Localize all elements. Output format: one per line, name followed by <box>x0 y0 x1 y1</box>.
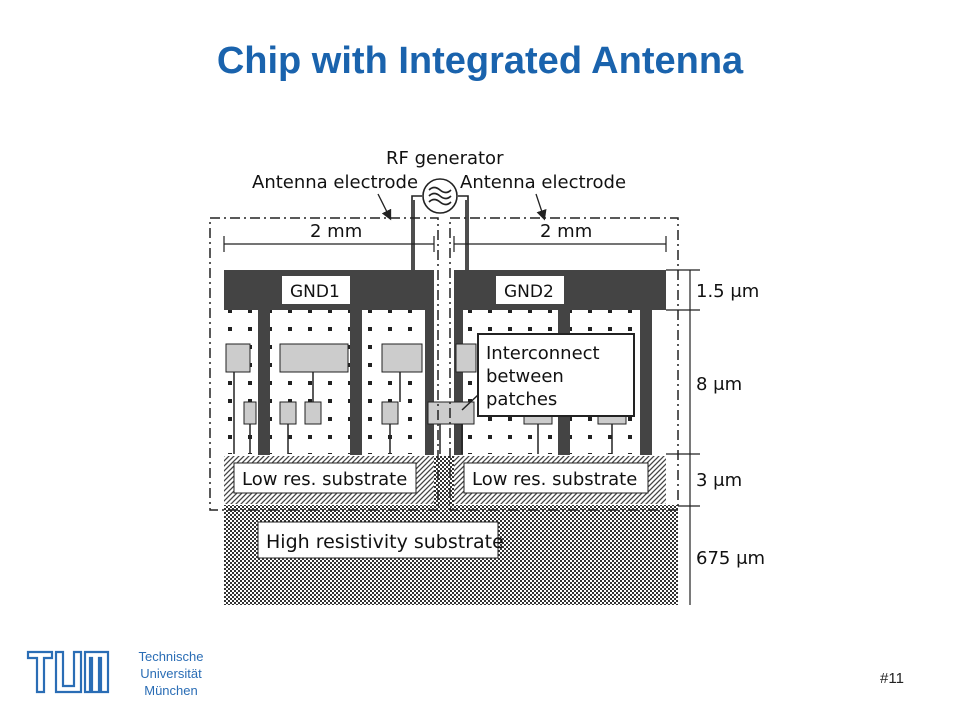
gnd1-label: GND1 <box>290 282 340 302</box>
thickness-guides <box>666 269 700 605</box>
chip-antenna-diagram: High resistivity substrate Low res. subs… <box>209 148 765 605</box>
patch-leads <box>233 372 613 454</box>
chip-outline-left <box>209 217 439 511</box>
high-res-label: High resistivity substrate <box>266 531 504 553</box>
electrode-arrow-right <box>535 193 547 221</box>
university-line-3: München <box>144 683 198 698</box>
low-res-label-left: Low res. substrate <box>242 469 407 490</box>
gnd2-label: GND2 <box>504 282 554 302</box>
interconnect-callout-box <box>477 333 635 417</box>
rf-generator-label: RF generator <box>386 148 504 169</box>
tum-logo <box>26 650 110 694</box>
antenna-feed-lines <box>411 195 469 270</box>
slide-title: Chip with Integrated Antenna <box>216 40 744 82</box>
patches <box>225 343 627 425</box>
antenna-electrode-label-right: Antenna electrode <box>460 172 626 193</box>
high-res-label-box <box>257 521 499 559</box>
interconnect-line-2: between <box>486 366 564 387</box>
thickness-label-1: 1.5 μm <box>696 281 759 302</box>
thickness-label-4: 675 μm <box>696 548 765 569</box>
thickness-label-3: 3 μm <box>696 470 742 491</box>
university-name: Technische Universität München <box>116 648 226 699</box>
gnd1-label-box <box>282 276 350 304</box>
width-label-right: 2 mm <box>540 221 592 242</box>
gnd2-label-box <box>496 276 564 304</box>
rf-wave-icon <box>428 186 452 206</box>
width-label-left: 2 mm <box>310 221 362 242</box>
dielectric-left <box>224 310 434 454</box>
low-res-label-right: Low res. substrate <box>472 469 637 490</box>
antenna-electrode-label-left: Antenna electrode <box>252 172 418 193</box>
low-res-label-box-left <box>233 462 417 494</box>
interconnect-pointer <box>461 394 479 411</box>
low-res-label-box-right <box>463 462 649 494</box>
isolation-trench <box>434 456 454 506</box>
university-line-1: Technische <box>138 649 204 664</box>
chip-outline-right <box>449 217 679 511</box>
page-number: #11 <box>880 670 904 687</box>
university-line-2: Universität <box>140 666 202 681</box>
interconnect-line-3: patches <box>486 389 557 410</box>
thickness-label-2: 8 μm <box>696 374 742 395</box>
interconnect-line-1: Interconnect <box>486 343 600 364</box>
electrode-arrow-left <box>377 193 392 221</box>
